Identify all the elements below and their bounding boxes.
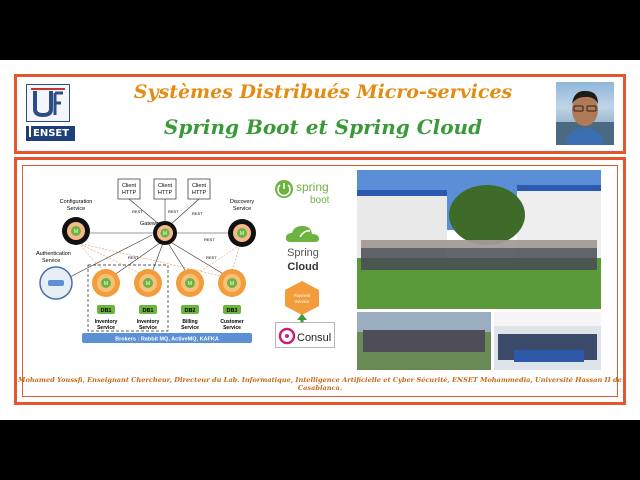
client-http-2: Client HTTP [153,178,177,200]
svg-text:M: M [104,281,108,287]
svg-text:Client: Client [192,183,207,189]
group-photo-main [357,170,601,309]
rest-label: REST [132,209,143,214]
svg-text:Service: Service [97,325,115,331]
svg-text:HTTP: HTTP [122,190,137,196]
spring-cloud-logo: Spring Cloud [286,226,319,273]
client-http-3: Client HTTP [187,178,211,200]
svg-text:Gateway: Gateway [140,221,162,227]
slide-subtitle: Spring Boot et Spring Cloud [163,115,483,139]
svg-text:Brokers : Rabbit MQ, ActiveMQ,: Brokers : Rabbit MQ, ActiveMQ, KAFKA [115,337,219,343]
authentication-service-node [39,266,73,300]
university-logo [26,84,70,122]
svg-text:Billing: Billing [182,319,197,325]
svg-text:M: M [188,281,192,287]
svg-text:M: M [163,231,167,237]
svg-text:boot: boot [310,195,330,206]
discovery-service-node: M [228,219,256,247]
svg-text:Consul: Consul [297,332,331,344]
svg-text:HTTP: HTTP [192,190,207,196]
svg-text:Client: Client [122,183,137,189]
customer-service-node: M DB3 Customer Service [218,269,246,331]
svg-text:DB1: DB1 [100,308,111,314]
inventory-service-node-1: M DB1 Inventory Service [92,269,120,331]
svg-text:Cloud: Cloud [287,261,318,273]
svg-text:Spring: Spring [287,247,319,259]
svg-text:Payment: Payment [294,293,311,298]
group-photo-courtyard [357,312,491,370]
header-frame: ENSET Systèmes Distribués Micro-services… [14,74,626,154]
svg-text:Service: Service [181,325,199,331]
svg-text:M: M [230,281,234,287]
content-inner-frame [22,165,618,397]
svg-text:Service: Service [223,325,241,331]
footer-credit: Mohamed Youssfi, Enseignant Chercheur, D… [18,376,622,392]
group-photo-classroom [494,312,601,370]
svg-text:REST: REST [192,211,203,216]
consul-logo: Consul [275,322,335,348]
svg-text:Customer: Customer [220,319,243,325]
svg-text:Discovery: Discovery [230,199,254,205]
inventory-service-node-2: M DB1 Inventory Service [134,269,162,331]
svg-text:Client: Client [158,183,173,189]
billing-service-node: M DB2 Billing Service [176,269,204,331]
svg-text:Service: Service [295,299,310,304]
svg-text:Service: Service [42,258,60,264]
speaker-portrait [556,82,614,145]
svg-text:M: M [146,281,150,287]
svg-text:Service: Service [233,206,251,212]
svg-text:REST: REST [128,255,139,260]
svg-text:DB3: DB3 [226,308,237,314]
svg-text:Configuration: Configuration [60,199,93,205]
svg-text:DB2: DB2 [184,308,195,314]
content-frame [14,157,626,405]
payment-service-node: Payment Service [285,281,319,327]
svg-text:REST: REST [168,209,179,214]
svg-text:REST: REST [206,255,217,260]
svg-text:M: M [240,231,244,237]
spring-boot-logo: spring boot [275,180,330,206]
svg-text:Inventory: Inventory [137,319,160,325]
client-http-1: Client HTTP [117,178,141,200]
svg-text:Authentication: Authentication [36,251,71,257]
svg-text:Service: Service [67,206,85,212]
svg-text:Inventory: Inventory [95,319,118,325]
slide-title: Systèmes Distribués Micro-services [133,81,513,103]
brokers-bar: Brokers : Rabbit MQ, ActiveMQ, KAFKA [82,333,252,343]
config-service-node: M [62,217,90,245]
svg-text:DB1: DB1 [142,308,153,314]
enset-logo: ENSET [26,126,75,141]
svg-text:REST: REST [204,237,215,242]
svg-text:M: M [74,229,78,235]
svg-text:HTTP: HTTP [158,190,173,196]
microservices-architecture-diagram: Client HTTP Client HTTP Client HTTP REST… [36,178,256,343]
gateway-node: M [153,221,177,245]
svg-text:spring: spring [296,180,329,194]
svg-text:Service: Service [139,325,157,331]
